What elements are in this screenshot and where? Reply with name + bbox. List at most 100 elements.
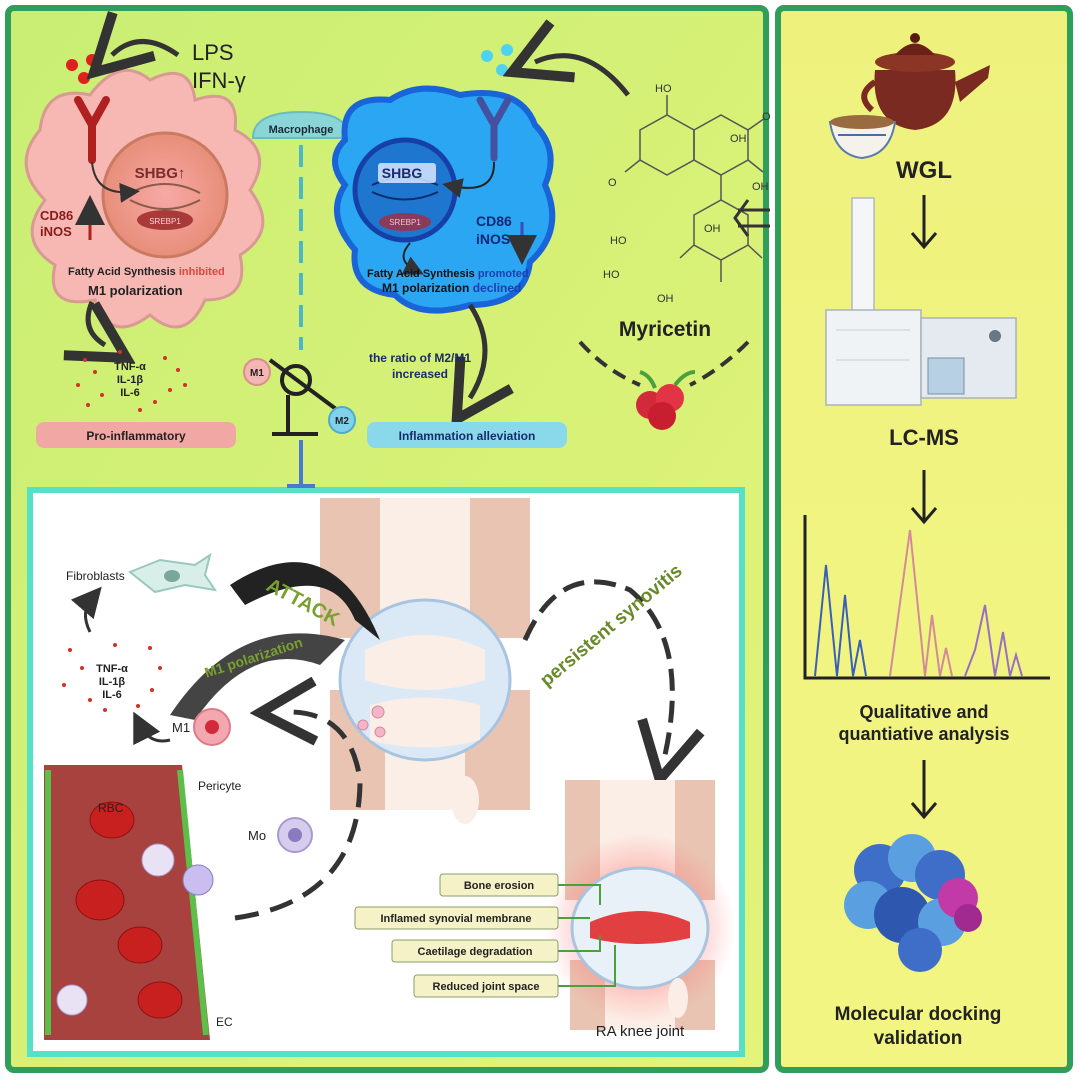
vessel-wall-right bbox=[177, 769, 209, 1036]
inflammation-alleviation-badge bbox=[367, 422, 567, 448]
recruitment-arrow-icon bbox=[234, 712, 363, 921]
cd86-treated-label: CD86 bbox=[476, 213, 512, 229]
rbc-icon bbox=[89, 801, 135, 839]
protein-docking-icon bbox=[844, 834, 982, 972]
il6-bottom-label: IL-6 bbox=[102, 689, 122, 701]
cytokine-dots-icon bbox=[76, 350, 187, 412]
m1-scale-label: M1 bbox=[250, 368, 264, 379]
chromatogram-icon bbox=[803, 515, 1050, 680]
myricetin-dot-icon bbox=[501, 44, 513, 56]
fibroblasts-label: Fibroblasts bbox=[66, 569, 125, 583]
rbc-icon bbox=[137, 981, 183, 1019]
fibroblast-nucleus-icon bbox=[164, 570, 180, 582]
srebp1-m1-label: SREBP1 bbox=[149, 217, 181, 226]
white-cell-icon bbox=[141, 843, 175, 877]
il6-label: IL-6 bbox=[120, 387, 140, 399]
inflammation-alleviation-label: Inflammation alleviation bbox=[399, 429, 536, 443]
ifn-gamma-label: IFN-γ bbox=[192, 68, 246, 93]
myricetin-atom-labels: HO OH OH O HO HO OH OH O Myricetin bbox=[603, 83, 771, 341]
pericyte-label: Pericyte bbox=[198, 779, 242, 793]
m1-macrophage: SREBP1 SHBG↑ LPS IFN-γ CD86 iNOS Fatty A… bbox=[24, 40, 265, 448]
m1-nucleus bbox=[101, 131, 229, 259]
lcms-instrument-icon bbox=[825, 197, 1017, 406]
oh-label: OH bbox=[657, 293, 674, 305]
oh-label: HO bbox=[603, 269, 620, 281]
ratio-label-line1: the ratio of M2/M1 bbox=[369, 351, 471, 365]
lps-dot-icon bbox=[86, 54, 98, 66]
pro-inflammatory-label: Pro-inflammatory bbox=[86, 429, 186, 443]
signal-arrow-icon bbox=[91, 161, 140, 203]
myricetin-label: Myricetin bbox=[619, 318, 711, 341]
lps-arrow-icon bbox=[112, 42, 180, 56]
srebp1-treated-icon bbox=[379, 213, 431, 231]
attack-arrow-icon bbox=[230, 562, 380, 640]
pathology-leader-lines bbox=[558, 884, 616, 987]
joint-space-label: Reduced joint space bbox=[433, 981, 540, 993]
m1-bottom-label: M1 bbox=[172, 720, 190, 735]
lps-dot-icon bbox=[78, 72, 90, 84]
shbg-up-label: SHBG↑ bbox=[135, 165, 186, 182]
flow-arrow-2-head-icon bbox=[910, 507, 938, 525]
analysis-label-line1: Qualitative and bbox=[859, 702, 988, 722]
fatty-acid-treated-label: Fatty Acid Synthesis promoted bbox=[367, 268, 529, 280]
m1-polarization-arrow-icon bbox=[170, 633, 345, 720]
ring-oxygen-label: O bbox=[608, 177, 617, 189]
myricetin-dot-icon bbox=[496, 64, 508, 76]
double-arrow-head-icon bbox=[733, 199, 750, 237]
blood-vessel bbox=[44, 765, 210, 1040]
srebp1-treated-label: SREBP1 bbox=[389, 218, 421, 227]
oh-label: OH bbox=[752, 181, 769, 193]
mo-label: Mo bbox=[248, 828, 266, 843]
alleviation-arrow-icon bbox=[470, 303, 485, 398]
macrophage-label: Macrophage bbox=[269, 124, 334, 136]
scale-beam-icon bbox=[268, 358, 342, 414]
tnf-bottom-label: TNF-α bbox=[96, 663, 128, 675]
receptor-treated-icon bbox=[476, 96, 512, 162]
ra-knee-label: RA knee joint bbox=[596, 1023, 685, 1040]
monocyte-nucleus-icon bbox=[288, 828, 302, 842]
bone-erosion-label: Bone erosion bbox=[464, 880, 535, 892]
receptor-m1-icon bbox=[74, 96, 110, 164]
workflow-panel: WGL LC-MS Qualitative and quantiative an… bbox=[803, 33, 1050, 1049]
keto-oxygen-label: O bbox=[762, 111, 771, 123]
m1-ball-icon bbox=[243, 358, 271, 386]
flow-arrow-1-head-icon bbox=[910, 232, 938, 250]
ec-label: EC bbox=[216, 1015, 233, 1029]
scale-pivot-icon bbox=[280, 364, 312, 396]
wgl-label: WGL bbox=[896, 157, 952, 184]
myricetin-structure bbox=[624, 95, 766, 282]
oh-label: HO bbox=[610, 235, 627, 247]
flow-arrow-3-head-icon bbox=[910, 802, 938, 820]
fibroblast-arrow-icon bbox=[70, 586, 102, 633]
right-panel-frame bbox=[775, 5, 1073, 1073]
fatty-acid-m1-label: Fatty Acid Synthesis inhibited bbox=[68, 266, 225, 278]
m2-ball-icon bbox=[328, 406, 356, 434]
rbc-label: RBC bbox=[98, 801, 124, 815]
m1-cytokine-arrow-icon bbox=[133, 711, 171, 746]
berry-icon bbox=[636, 370, 696, 430]
inos-treated-label: iNOS bbox=[476, 231, 510, 247]
cytokine-arrow-icon bbox=[88, 301, 105, 345]
teapot-icon bbox=[861, 33, 990, 130]
myricetin-arrow-icon bbox=[535, 56, 630, 97]
rbc-icon bbox=[117, 926, 163, 964]
m1-cell-nucleus-icon bbox=[205, 720, 219, 734]
myricetin-dot-icon bbox=[481, 50, 493, 62]
lps-dot-icon bbox=[66, 59, 78, 71]
lps-label: LPS bbox=[192, 40, 234, 65]
polarization-balance: Macrophage M1 M2 bbox=[243, 110, 356, 488]
shbg-label: SHBG bbox=[382, 165, 423, 181]
lcms-label: LC-MS bbox=[889, 425, 959, 450]
srebp1-m1-icon bbox=[137, 210, 193, 230]
persistent-arrow-icon bbox=[522, 579, 672, 755]
m2-scale-label: M2 bbox=[335, 416, 349, 427]
knee-joint-illustration bbox=[320, 498, 530, 824]
white-cell-icon bbox=[182, 864, 214, 896]
analysis-label-line2: quantiative analysis bbox=[838, 724, 1009, 744]
m1-polarization-label: M1 polarization bbox=[88, 283, 183, 298]
pro-inflammatory-badge bbox=[36, 422, 236, 448]
double-arrow-shaft bbox=[738, 208, 770, 228]
fruit-dash-right bbox=[689, 340, 750, 387]
tea-cup-icon bbox=[828, 115, 897, 160]
